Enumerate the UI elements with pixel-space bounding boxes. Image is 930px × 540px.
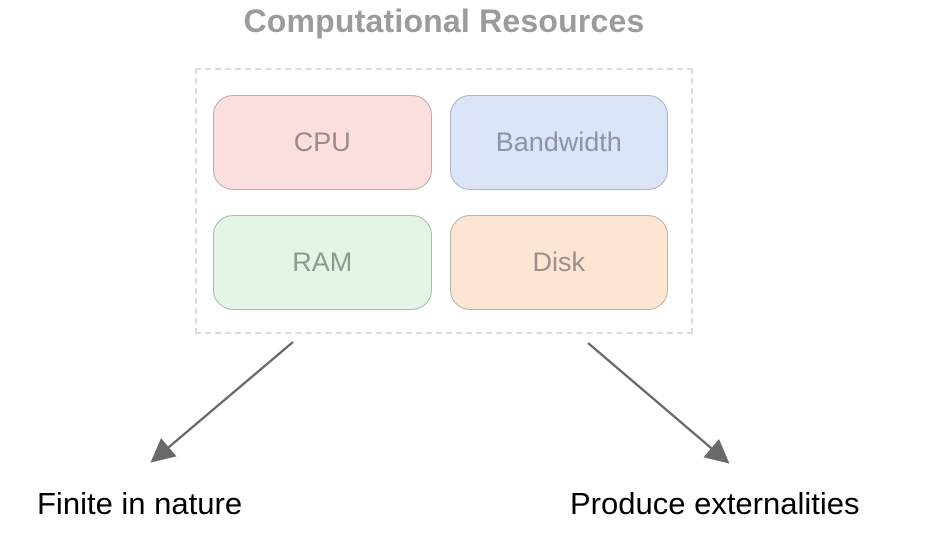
arrow-to-externalities [587,342,730,464]
resource-box-cpu: CPU [213,95,432,190]
resource-group-box: CPU Bandwidth RAM Disk [195,68,693,334]
annotation-produce-externalities: Produce externalities [570,486,860,521]
resource-box-disk: Disk [449,215,668,310]
resource-box-ram: RAM [213,215,432,310]
annotation-finite-in-nature: Finite in nature [37,486,243,521]
diagram-title: Computational Resources [243,3,645,39]
arrow-to-finite [150,341,294,463]
resource-box-bandwidth: Bandwidth [449,95,668,190]
